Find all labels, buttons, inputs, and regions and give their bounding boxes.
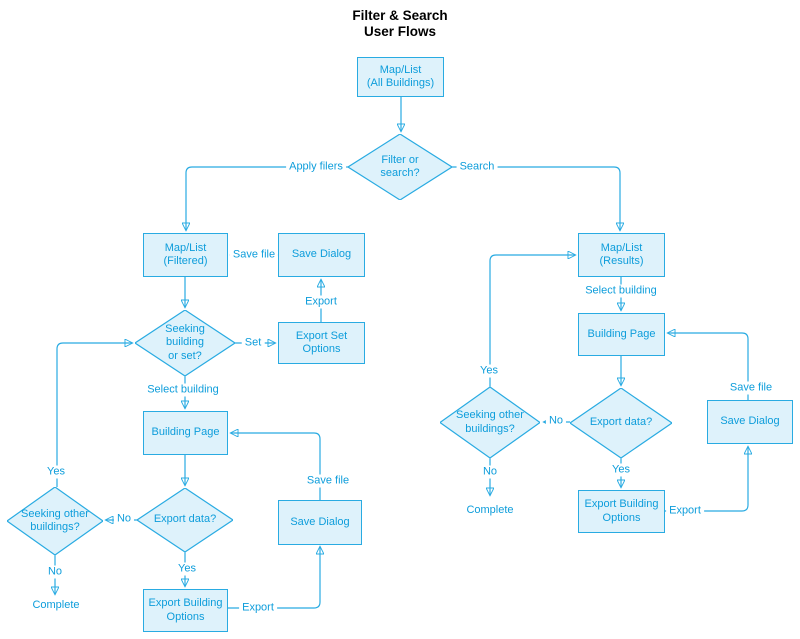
edge-export-left <box>228 547 320 609</box>
node-map-list-all-buildings: Map/List (All Buildings) <box>357 57 444 97</box>
node-label: Save Dialog <box>290 515 350 528</box>
node-export-data-right: Export data? <box>570 388 672 458</box>
diamond-shape <box>137 488 233 552</box>
diamond-shape <box>348 134 452 200</box>
edge-label-apply-filters: Apply filers <box>286 160 346 174</box>
node-save-dialog-left: Save Dialog <box>278 500 362 545</box>
node-building-page-left: Building Page <box>143 411 228 455</box>
node-label: Seeking other buildings? <box>21 507 89 534</box>
edge-label-select-building-right: Select building <box>582 284 660 298</box>
node-label: Save Dialog <box>291 248 352 261</box>
node-complete-left: Complete <box>32 599 80 611</box>
edge-label-select-building-left: Select building <box>144 383 222 397</box>
edge-label-search: Search <box>456 160 498 174</box>
node-label: Map/List (Results) <box>599 241 644 268</box>
node-label: Save Dialog <box>720 415 780 428</box>
node-label: Map/List (Filtered) <box>163 241 208 268</box>
node-building-page-right: Building Page <box>578 313 665 356</box>
diagram-title: Filter & Search User Flows <box>352 8 448 39</box>
node-label: Building Page <box>151 426 220 439</box>
node-label: Export data? <box>153 513 217 526</box>
diamond-shape <box>7 487 103 555</box>
node-label: Export data? <box>589 416 653 429</box>
node-export-building-options-right: Export Building Options <box>578 490 665 533</box>
node-seeking-other-buildings-left: Seeking other buildings? <box>7 487 103 555</box>
node-export-data-left: Export data? <box>137 488 233 552</box>
edge-label-export-top: Export <box>302 295 340 309</box>
edge-label-yes-left-loop: Yes <box>44 465 68 479</box>
edge-yes-right-loop <box>489 255 575 387</box>
edge-label-no-right: No <box>545 414 567 428</box>
diamond-shape <box>440 387 540 458</box>
node-map-list-filtered: Map/List (Filtered) <box>143 233 228 277</box>
edge-yes-left-loop <box>56 343 132 487</box>
diamond-shape <box>135 310 235 376</box>
edge-search <box>452 166 620 230</box>
edge-label-yes-left-down: Yes <box>175 562 199 576</box>
edge-apply-filters <box>186 166 348 230</box>
edge-label-export-right: Export <box>666 504 704 518</box>
node-label: Seeking other buildings? <box>456 409 524 435</box>
edge-label-no-left-down: No <box>44 565 66 579</box>
node-label: Filter or search? <box>380 153 420 180</box>
node-export-set-options: Export Set Options <box>278 322 365 364</box>
node-label: Export Set Options <box>295 329 348 356</box>
edge-label-yes-right-down: Yes <box>609 463 633 477</box>
node-label: Seeking building or set? <box>165 322 205 362</box>
node-complete-right: Complete <box>466 504 514 516</box>
edge-export-right <box>665 447 748 512</box>
node-save-dialog-right: Save Dialog <box>707 400 793 444</box>
node-seeking-building-or-set: Seeking building or set? <box>135 310 235 376</box>
node-filter-or-search: Filter or search? <box>348 134 452 200</box>
diamond-shape <box>570 388 672 458</box>
edge-save-file-left <box>231 433 321 500</box>
edge-label-yes-right-loop: Yes <box>477 364 501 378</box>
edge-label-save-file-left: Save file <box>303 474 353 488</box>
node-label: Building Page <box>587 327 656 340</box>
node-save-dialog-top: Save Dialog <box>278 233 365 277</box>
node-seeking-other-buildings-right: Seeking other buildings? <box>440 387 540 458</box>
edge-label-set: Set <box>241 336 265 350</box>
edge-label-export-left: Export <box>239 601 277 615</box>
edge-label-no-right-down: No <box>479 465 501 479</box>
node-label: Map/List (All Buildings) <box>366 63 435 90</box>
edge-label-no-left: No <box>113 512 135 526</box>
node-map-list-results: Map/List (Results) <box>578 233 665 277</box>
edge-label-save-file-right: Save file <box>726 381 776 395</box>
node-export-building-options-left: Export Building Options <box>143 589 228 632</box>
edge-label-save-file-top: Save file <box>229 248 279 262</box>
node-label: Export Building Options <box>584 498 659 524</box>
node-label: Export Building Options <box>148 597 223 623</box>
